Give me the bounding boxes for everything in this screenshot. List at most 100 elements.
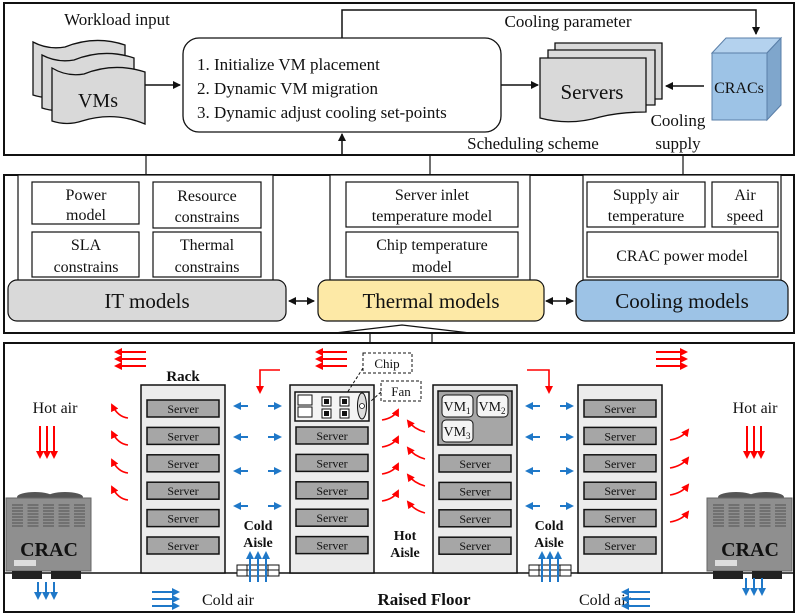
- step-3: 3. Dynamic adjust cooling set-points: [197, 103, 447, 122]
- hot-aisle-arrow: [381, 462, 399, 475]
- server-label: Server: [316, 539, 347, 553]
- crac-foot: [12, 571, 42, 579]
- hot-aisle-arrow: [381, 489, 399, 502]
- hot-exhaust-arrow: [669, 510, 690, 523]
- server-unit: [438, 481, 512, 501]
- crac-body: [706, 497, 793, 572]
- fan-label: Fan: [391, 384, 411, 399]
- models-panel: Power model Resource constrains SLA cons…: [3, 174, 795, 334]
- server-slot: Server: [438, 454, 512, 473]
- cracs-label: CRACs: [714, 80, 764, 97]
- panel-connector: [145, 155, 684, 175]
- cold-aisle-right-1: Cold: [535, 519, 564, 534]
- thermal-box-chip-temperature: Chip temperature model: [345, 231, 519, 278]
- server-slot: Server: [146, 426, 220, 446]
- server-label: Server: [459, 457, 490, 471]
- hot-exhaust-arrow: [111, 430, 129, 446]
- cooling-models-label: Cooling models: [615, 289, 749, 313]
- chip-callout: Chip: [346, 352, 413, 394]
- hot-aisle-arrow: [406, 419, 426, 433]
- thermal-models-bar: Thermal models: [317, 279, 545, 322]
- box-line: Resource: [177, 188, 237, 205]
- datacenter-panel: Hot air Hot air Cold air Cold air Raised…: [3, 342, 795, 613]
- server-unit: [295, 535, 369, 555]
- vm-box: [441, 394, 474, 418]
- vm-box-1: VM1: [441, 394, 474, 418]
- vm-subscript: 1: [466, 406, 471, 416]
- server-unit: [295, 508, 369, 527]
- vm-box-2: VM2: [476, 394, 509, 418]
- server-label: Server: [604, 484, 635, 498]
- server-slot: Server: [583, 454, 657, 473]
- cooling-supply-label-1: Cooling: [651, 111, 706, 130]
- cracs-cube: CRACs: [710, 36, 783, 122]
- server-unit: [146, 399, 220, 418]
- hot-exhaust-arrow: [669, 456, 690, 469]
- crac-label: CRAC: [20, 539, 78, 561]
- box-line: constrains: [54, 259, 119, 276]
- box-line: temperature model: [372, 208, 493, 225]
- server-label: Server: [167, 457, 198, 471]
- server-slot: Server: [146, 481, 220, 500]
- server-unit: [146, 481, 220, 500]
- server-unit: [146, 536, 220, 555]
- hot-aisle-arrow: [381, 435, 399, 448]
- vm-box: [476, 394, 509, 418]
- server-label: Server: [604, 429, 635, 443]
- server-slot: Server: [295, 535, 369, 555]
- vm-subscript: 2: [501, 406, 506, 416]
- box-line: Server inlet: [395, 187, 470, 204]
- hot-aisle-1: Hot: [394, 529, 417, 544]
- server-label: Server: [604, 512, 635, 526]
- thermal-box-server-inlet: Server inlet temperature model: [345, 181, 519, 228]
- vm-label: VM2: [478, 400, 505, 416]
- server-unit: [583, 508, 657, 528]
- chip-core: [342, 399, 347, 404]
- hot-air-bent-arrow: [256, 369, 280, 394]
- hot-air-bent-arrow: [527, 369, 553, 394]
- server-slot: Server: [583, 536, 657, 555]
- thermal-models-label: Thermal models: [362, 289, 499, 313]
- scheduling-panel: Workload input VMs 1. Initialize VM plac…: [3, 2, 795, 156]
- vms-document-stack: VMs: [32, 39, 146, 125]
- step-1: 1. Initialize VM placement: [197, 55, 380, 74]
- cooling-models-bar: Cooling models: [575, 279, 789, 322]
- server-chip-detail: [294, 391, 370, 422]
- rack-label: Rack: [166, 369, 200, 385]
- vm-subscript: 3: [466, 431, 471, 441]
- hot-aisle-arrow: [406, 500, 426, 514]
- box-line: SLA: [71, 237, 102, 254]
- server-label: Server: [167, 429, 198, 443]
- server-label: Server: [459, 512, 490, 526]
- server-unit: [438, 536, 512, 555]
- hot-aisle-arrow: [406, 473, 426, 487]
- server-label: Server: [459, 539, 490, 553]
- box-line: constrains: [175, 259, 240, 276]
- hot-air-label-left: Hot air: [33, 400, 79, 417]
- box-line: model: [66, 207, 107, 224]
- vm-box-3: VM3: [441, 419, 474, 443]
- server-label: Server: [459, 484, 490, 498]
- servers-label: Servers: [561, 80, 624, 104]
- cooling-box-crac-power: CRAC power model: [586, 231, 779, 278]
- server-unit: [295, 481, 369, 500]
- scheduling-steps-box: 1. Initialize VM placement 2. Dynamic VM…: [182, 37, 502, 133]
- server-slot: Server: [583, 508, 657, 528]
- it-box-sla-constrains: SLA constrains: [31, 231, 140, 278]
- box-line: Supply air: [613, 187, 680, 204]
- it-box-thermal-constrains: Thermal constrains: [152, 231, 262, 278]
- servers-document-stack: Servers: [539, 42, 663, 123]
- server-unit: [583, 454, 657, 473]
- crac-foot: [752, 571, 782, 579]
- crac-panel: [14, 560, 36, 566]
- cooling-supply-label-2: supply: [655, 134, 701, 153]
- hot-aisle-arrow: [406, 446, 426, 460]
- server-label: Server: [316, 429, 347, 443]
- cooling-box-supply-air: Supply air temperature: [586, 181, 706, 228]
- hot-exhaust-arrow: [111, 458, 129, 474]
- server-slot: Server: [295, 453, 369, 473]
